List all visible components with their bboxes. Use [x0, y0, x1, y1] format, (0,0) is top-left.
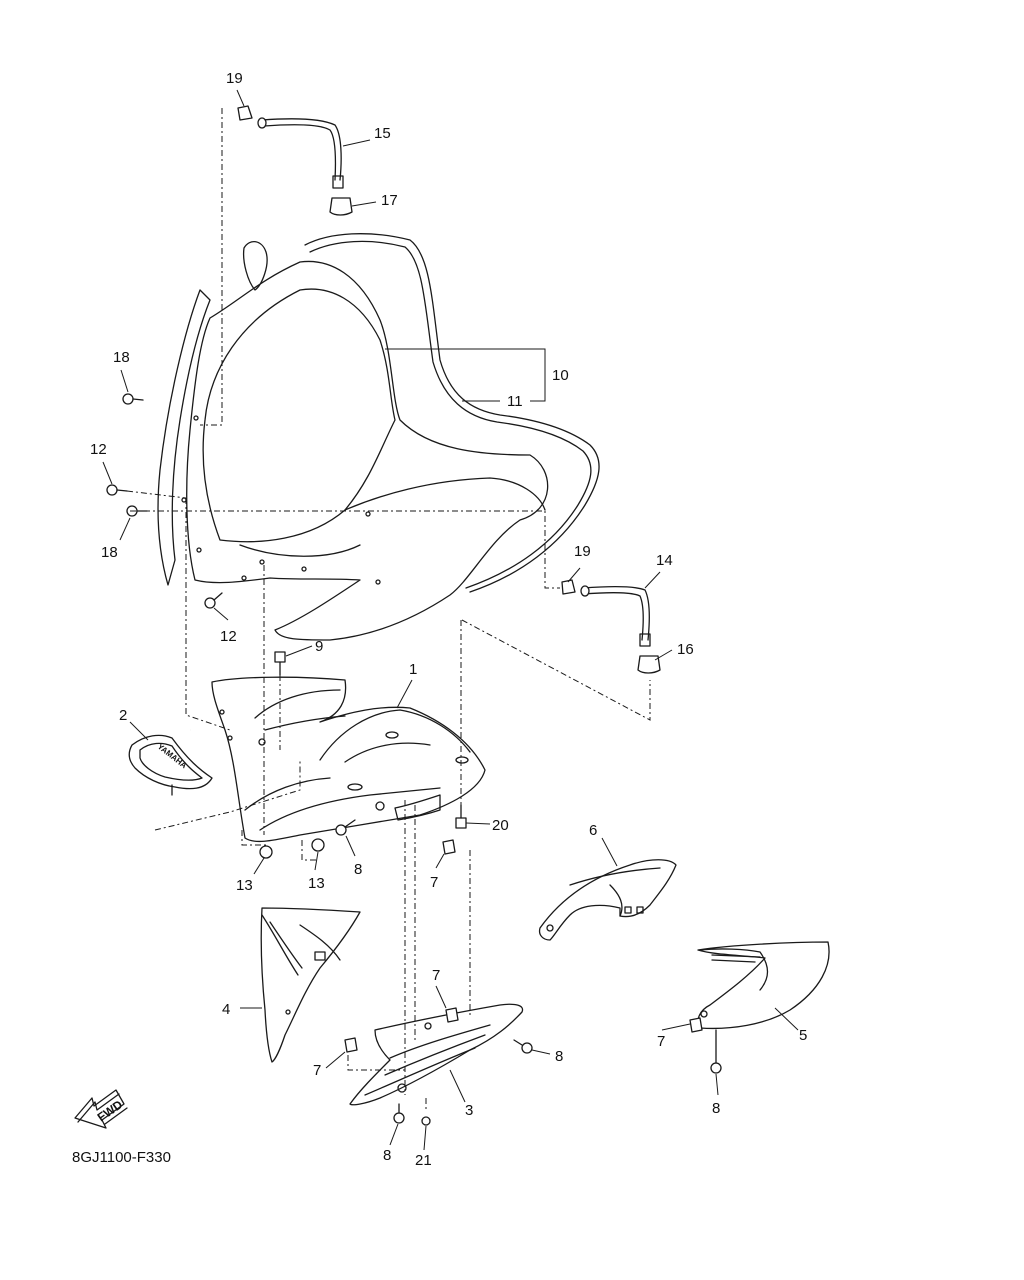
callout-15: 15 [374, 125, 391, 142]
callout-9: 9 [315, 638, 323, 655]
callout-labels: 19 15 17 10 11 18 12 18 12 9 1 2 19 14 1… [90, 70, 807, 1169]
callout-17: 17 [381, 192, 398, 209]
callout-5: 5 [799, 1027, 807, 1044]
callout-3: 3 [465, 1102, 473, 1119]
under-cover-3 [349, 1003, 524, 1106]
side-panel-5 [697, 941, 830, 1030]
callout-19-top: 19 [226, 70, 243, 87]
assembly-guide-lines [126, 108, 651, 1110]
callout-12-lower: 12 [220, 628, 237, 645]
emblem-part: YAMAHA [128, 734, 213, 796]
inner-panel-4 [260, 907, 361, 1063]
leader-lines [102, 89, 799, 1151]
callout-8-upper: 8 [354, 861, 362, 878]
callout-18-lower: 18 [101, 544, 118, 561]
callout-7-right: 7 [657, 1033, 665, 1050]
callout-6: 6 [589, 822, 597, 839]
callout-19-right: 19 [574, 543, 591, 560]
callout-8-right: 8 [555, 1048, 563, 1065]
callout-7-upper: 7 [430, 874, 438, 891]
callout-12-upper: 12 [90, 441, 107, 458]
windshield-assembly [157, 233, 600, 641]
side-cover-6 [538, 859, 677, 941]
callout-21: 21 [415, 1152, 432, 1169]
callout-8-far-right: 8 [712, 1100, 720, 1117]
callout-13-left: 13 [236, 877, 253, 894]
diagram-code: 8GJ1100-F330 [72, 1149, 171, 1166]
callout-20: 20 [492, 817, 509, 834]
callout-2: 2 [119, 707, 127, 724]
callout-10: 10 [552, 367, 569, 384]
callout-11: 11 [507, 393, 523, 410]
callout-18-upper: 18 [113, 349, 130, 366]
callout-14: 14 [656, 552, 673, 569]
front-cowling [211, 676, 486, 843]
fwd-arrow-icon: FWD [74, 1089, 128, 1129]
callout-13-right: 13 [308, 875, 325, 892]
callout-1: 1 [409, 661, 417, 678]
callout-4: 4 [222, 1001, 230, 1018]
callout-16: 16 [677, 641, 694, 658]
callout-8-lower: 8 [383, 1147, 391, 1164]
callout-7-middle: 7 [432, 967, 440, 984]
callout-7-left: 7 [313, 1062, 321, 1079]
hardware-parts [106, 105, 722, 1126]
